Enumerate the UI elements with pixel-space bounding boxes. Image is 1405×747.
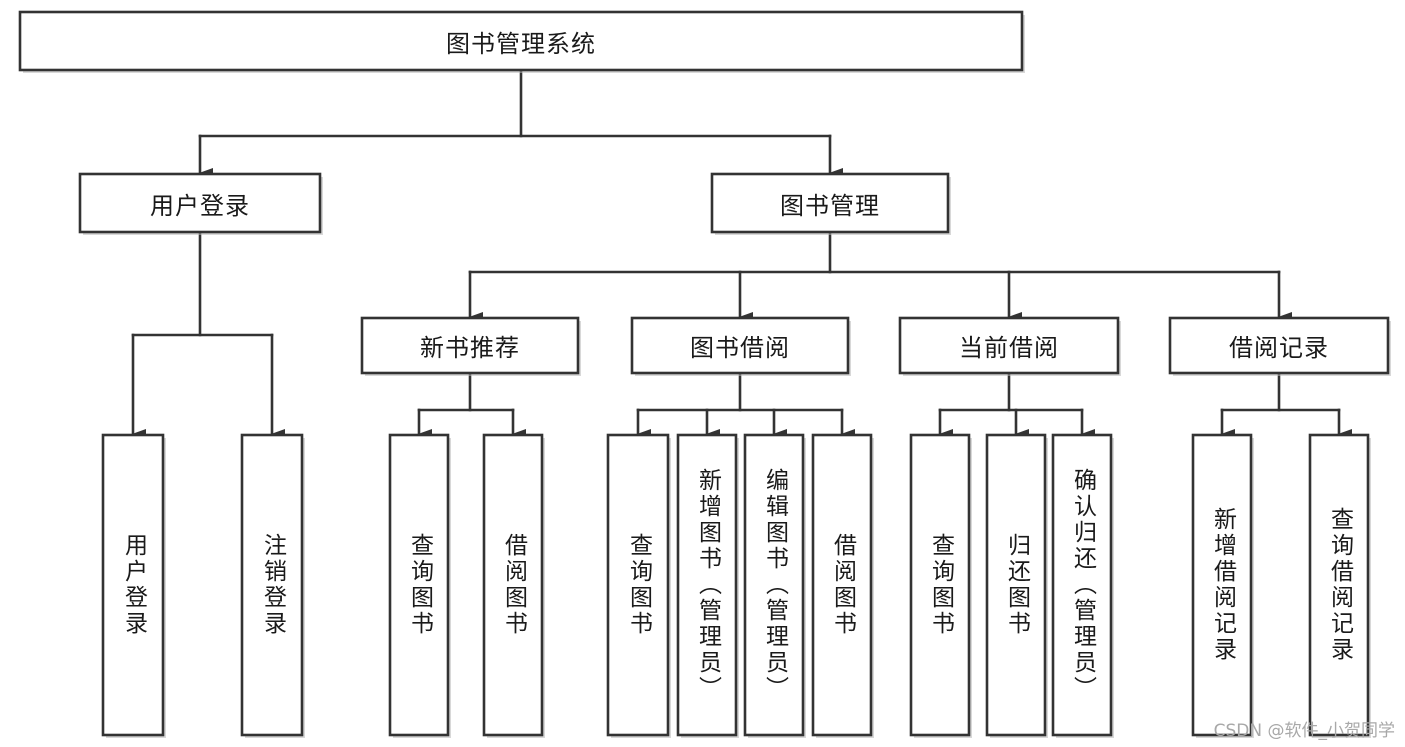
node-leaf-edit-book[interactable] <box>743 433 805 737</box>
node-leaf-query-book-new[interactable] <box>388 433 450 737</box>
node-leaf-borrow-book-new[interactable] <box>482 433 544 737</box>
node-leaf-query-record[interactable] <box>1308 433 1370 737</box>
node-leaf-logout[interactable] <box>240 433 304 737</box>
connector-layer <box>131 68 1352 439</box>
node-book-management[interactable] <box>710 172 950 234</box>
node-book-borrow[interactable] <box>630 316 850 375</box>
node-leaf-add-book[interactable] <box>676 433 738 737</box>
node-new-book-recommend[interactable] <box>360 316 580 375</box>
watermark-text: CSDN @软件_小贺同学 <box>1213 721 1395 741</box>
node-leaf-query-book-borrow[interactable] <box>606 433 670 737</box>
node-borrow-record[interactable] <box>1168 316 1390 375</box>
node-root[interactable] <box>18 10 1024 72</box>
node-leaf-borrow-book[interactable] <box>811 433 873 737</box>
node-box-layer <box>18 10 1391 738</box>
node-leaf-add-record[interactable] <box>1191 433 1253 737</box>
node-leaf-return-book[interactable] <box>985 433 1047 737</box>
node-user-login[interactable] <box>78 172 322 234</box>
node-current-borrow[interactable] <box>898 316 1120 375</box>
node-leaf-query-book-current[interactable] <box>909 433 971 737</box>
node-leaf-user-login[interactable] <box>101 433 165 737</box>
node-leaf-confirm-return[interactable] <box>1051 433 1113 737</box>
